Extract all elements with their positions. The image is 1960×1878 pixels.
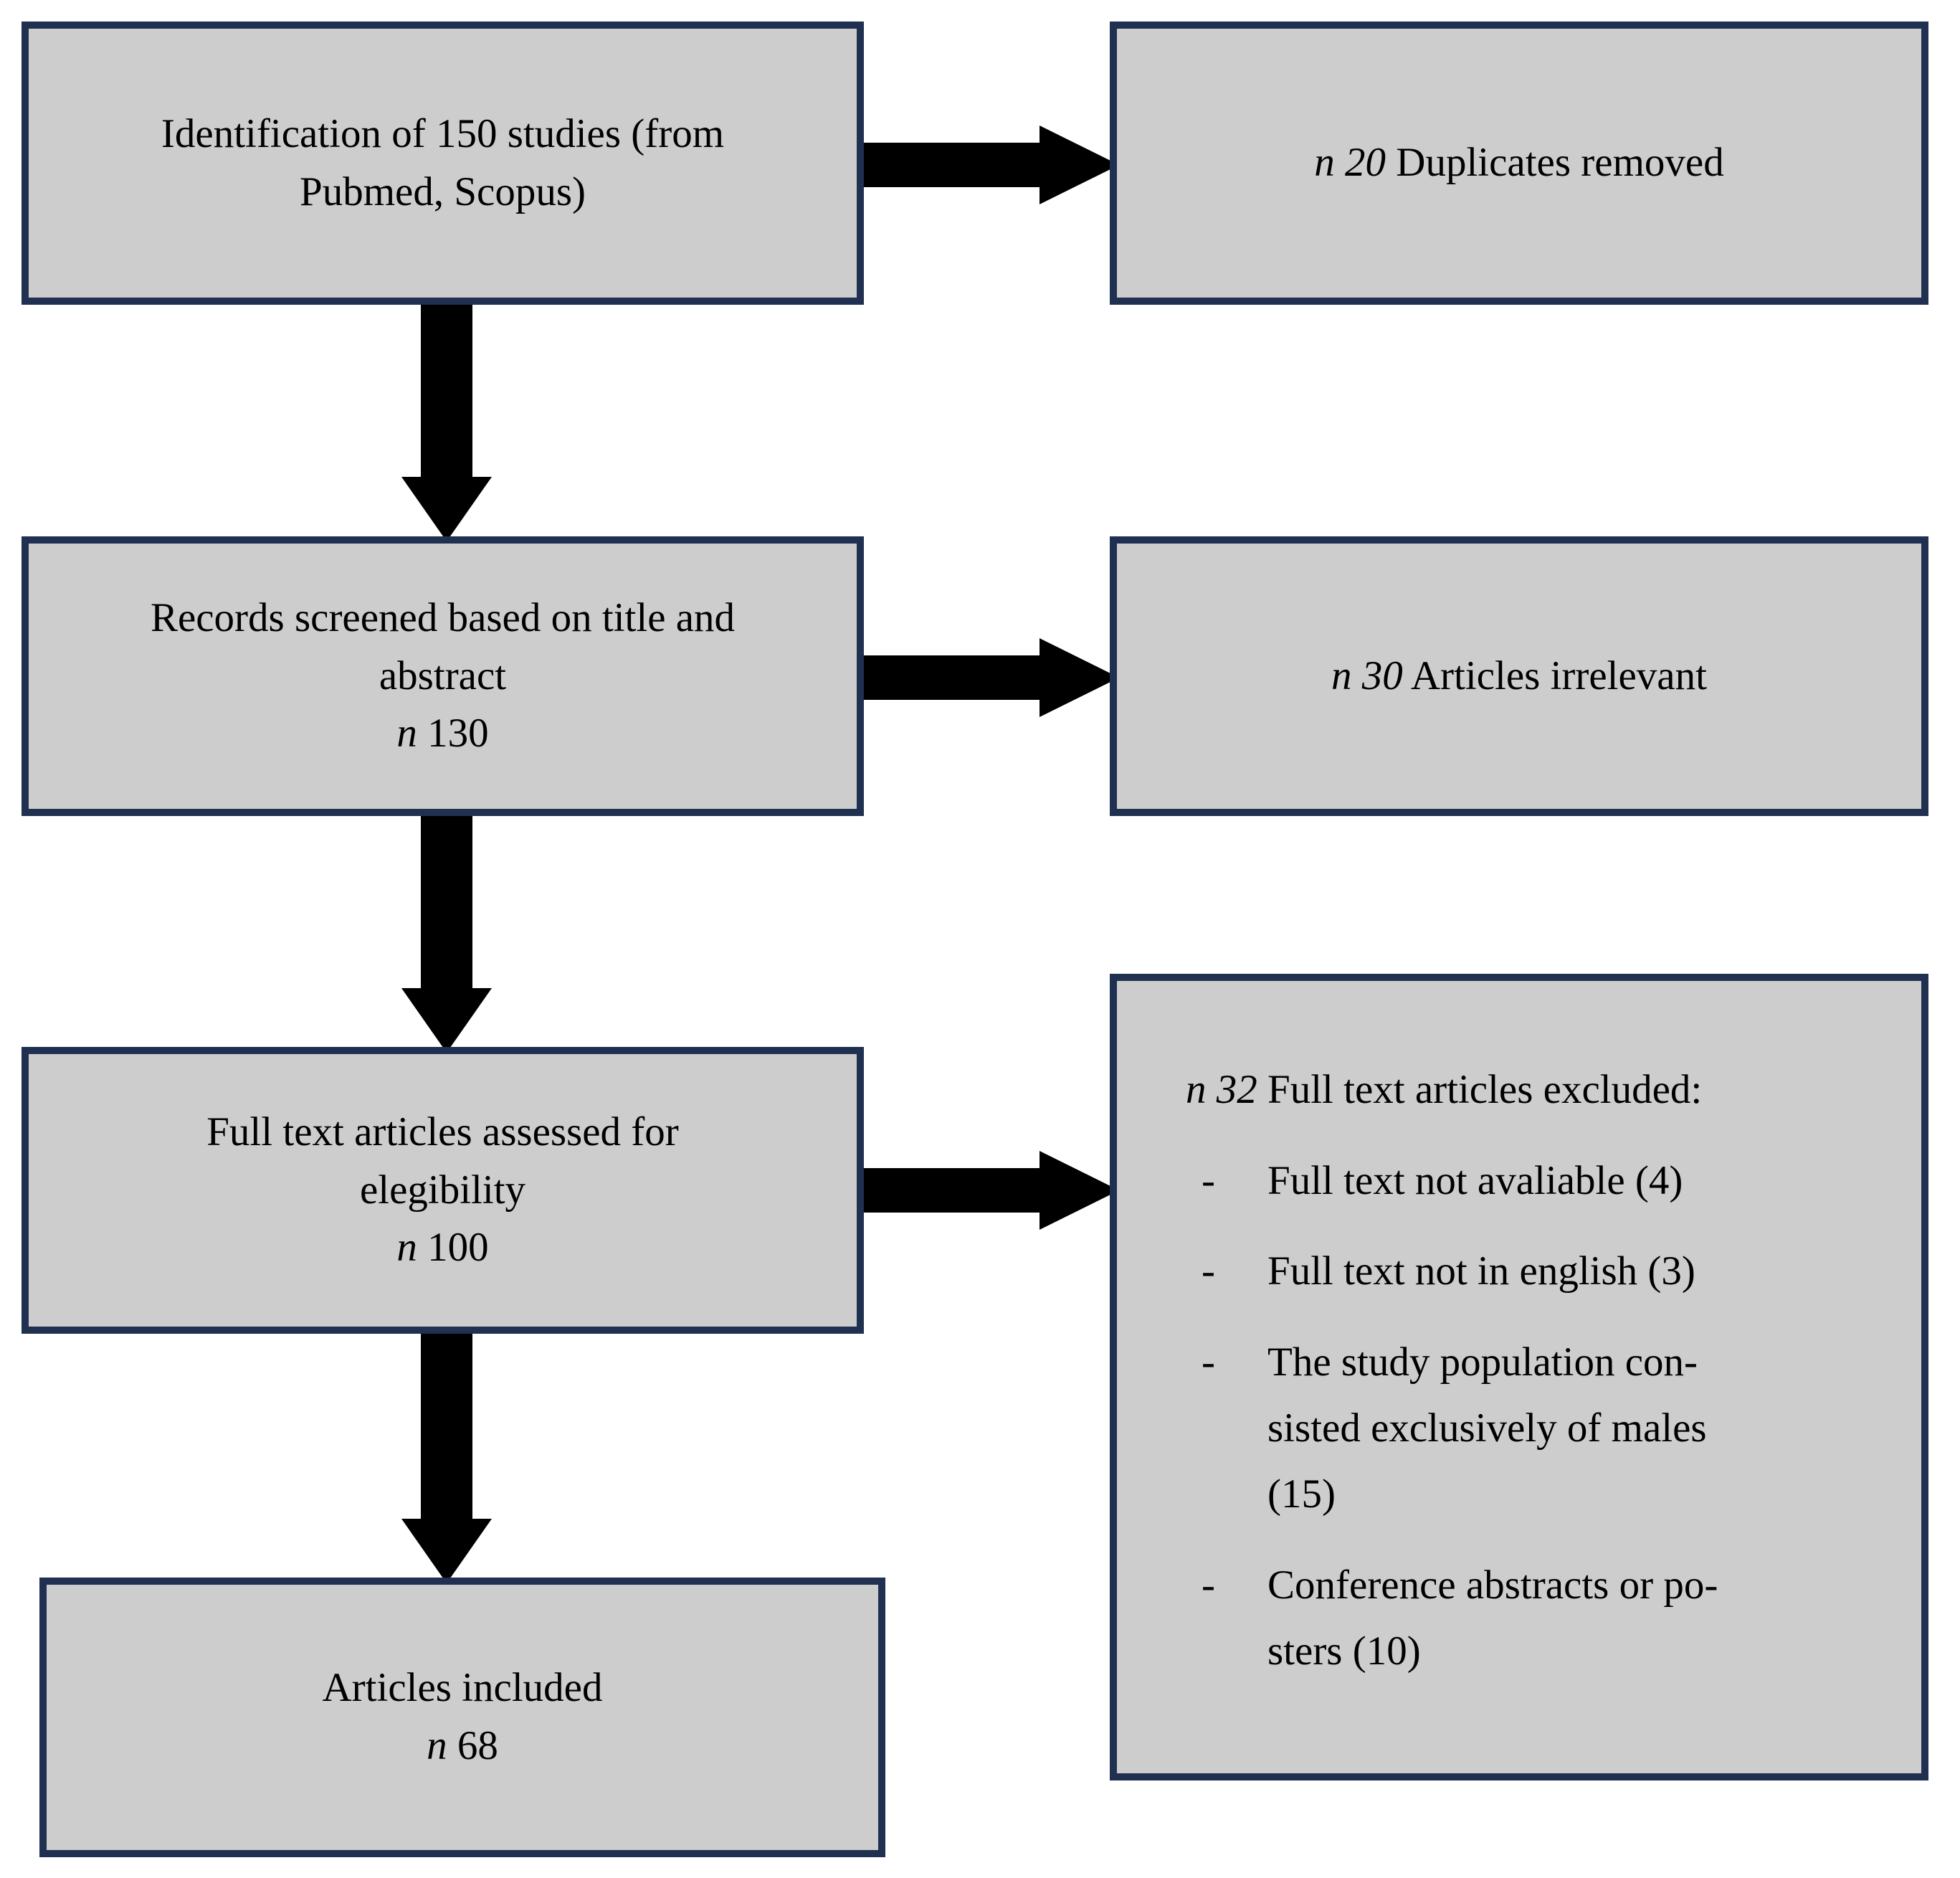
- node-records-screened: Records screened based on title and abst…: [22, 536, 864, 816]
- arrow-fulltext-to-included: [401, 1334, 492, 1583]
- excluded-reason-text: The study population con-: [1267, 1339, 1698, 1385]
- irrelevant-label: Articles irrelevant: [1410, 653, 1707, 698]
- arrow-fulltext-to-excluded: [864, 1151, 1119, 1230]
- node-fulltext-excluded: n 32 Full text articles excluded: - Full…: [1110, 974, 1928, 1780]
- fulltext-line-2: elegibility: [359, 1167, 526, 1213]
- excluded-heading-label: Full text articles excluded:: [1267, 1067, 1703, 1112]
- bullet-dash-icon: -: [1202, 1157, 1215, 1203]
- screened-line-1: Records screened based on title and: [150, 594, 736, 640]
- fulltext-line-1: Full text articles assessed for: [206, 1109, 679, 1154]
- excluded-reason-item: - Full text not avaliable (4): [1117, 1148, 1746, 1214]
- screened-count-line: n 130: [396, 705, 488, 763]
- included-n: n: [427, 1723, 447, 1768]
- node-identification: Identification of 150 studies (from Pubm…: [22, 22, 864, 305]
- excluded-heading: n 32 Full text articles excluded:: [1186, 1061, 1702, 1119]
- fulltext-count-line: n 100: [396, 1219, 488, 1277]
- identification-line-1: Identification of 150 studies (from: [161, 110, 725, 156]
- included-count-line: n 68: [427, 1717, 498, 1775]
- included-line-1: Articles included: [322, 1665, 603, 1711]
- duplicates-label: Duplicates removed: [1396, 140, 1724, 186]
- excluded-reason-text: Full text not in english (3): [1267, 1248, 1695, 1294]
- excluded-reason-text: sisted exclusively of males: [1267, 1405, 1707, 1451]
- excluded-reason-item: - Conference abstracts or po- sters (10): [1117, 1552, 1746, 1685]
- fulltext-count: 100: [427, 1225, 489, 1271]
- screened-line-2: abstract: [379, 653, 507, 698]
- node-articles-included: Articles included n 68: [39, 1578, 885, 1857]
- excluded-reason-text: sters (10): [1267, 1628, 1421, 1674]
- bullet-dash-icon: -: [1202, 1339, 1215, 1385]
- screened-count: 130: [427, 711, 489, 757]
- excluded-reason-text: Full text not avaliable (4): [1267, 1157, 1683, 1203]
- arrow-identification-to-screened: [401, 305, 492, 541]
- node-duplicates-removed: n 20 Duplicates removed: [1110, 22, 1928, 305]
- arrow-identification-to-duplicates: [864, 125, 1119, 204]
- excluded-reason-text: (15): [1267, 1471, 1336, 1517]
- irrelevant-line: n 30 Articles irrelevant: [1331, 648, 1707, 706]
- included-count: 68: [457, 1723, 498, 1768]
- duplicates-n: n 20: [1314, 140, 1386, 186]
- identification-line-2: Pubmed, Scopus): [300, 169, 586, 214]
- excluded-reason-item: - The study population con- sisted exclu…: [1117, 1329, 1746, 1528]
- excluded-n: n 32: [1186, 1067, 1257, 1112]
- screened-n: n: [396, 711, 417, 757]
- node-articles-irrelevant: n 30 Articles irrelevant: [1110, 536, 1928, 816]
- duplicates-line: n 20 Duplicates removed: [1314, 134, 1723, 192]
- node-fulltext-assessed: Full text articles assessed for elegibil…: [22, 1047, 864, 1334]
- excluded-reason-text: Conference abstracts or po-: [1267, 1562, 1718, 1608]
- irrelevant-n: n 30: [1331, 653, 1403, 698]
- excluded-reason-list: - Full text not avaliable (4) - Full tex…: [1117, 1148, 1746, 1709]
- bullet-dash-icon: -: [1202, 1248, 1215, 1294]
- arrow-screened-to-fulltext: [401, 816, 492, 1053]
- bullet-dash-icon: -: [1202, 1562, 1215, 1608]
- fulltext-n: n: [396, 1225, 417, 1271]
- arrow-screened-to-irrelevant: [864, 638, 1119, 717]
- excluded-reason-item: - Full text not in english (3): [1117, 1238, 1746, 1304]
